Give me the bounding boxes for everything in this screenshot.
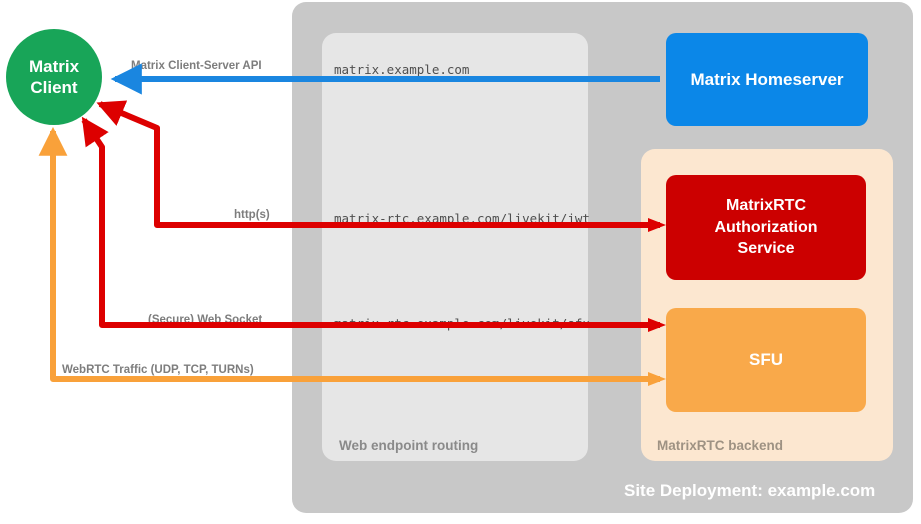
caption-matrixrtc-backend: MatrixRTC backend (657, 438, 784, 453)
matrix-client-label-line1: Matrix (28, 56, 80, 76)
caption-site-deployment: Site Deployment: example.com (624, 481, 876, 500)
matrix-client-label-line2: Client (30, 78, 78, 97)
endpoint-label-matrix-example-com: matrix.example.com (334, 62, 470, 77)
web-endpoint-routing-container (322, 33, 588, 461)
matrixrtc-auth-label-line2: Authorization (714, 218, 818, 236)
endpoint-label-livekit-sfu: matrix-rtc.example.com/livekit/sfu (334, 316, 590, 331)
edge-label-webrtc-traffic: WebRTC Traffic (UDP, TCP, TURNs) (62, 364, 254, 376)
node-matrix-client[interactable]: Matrix Client (6, 29, 102, 125)
node-matrixrtc-authorization-service[interactable]: MatrixRTC Authorization Service (666, 175, 866, 280)
matrix-homeserver-label: Matrix Homeserver (690, 69, 844, 89)
node-matrix-homeserver[interactable]: Matrix Homeserver (666, 33, 868, 126)
edge-label-https: http(s) (234, 209, 270, 221)
sfu-label: SFU (749, 350, 783, 369)
edge-label-matrix-client-server-api: Matrix Client-Server API (131, 60, 262, 72)
edge-label-secure-web-socket: (Secure) Web Socket (148, 314, 263, 326)
node-sfu[interactable]: SFU (666, 308, 866, 412)
caption-web-endpoint-routing: Web endpoint routing (339, 438, 479, 453)
endpoint-label-livekit-jwt: matrix-rtc.example.com/livekit/jwt (334, 211, 590, 226)
matrixrtc-auth-label-line1: MatrixRTC (725, 197, 806, 215)
matrixrtc-auth-label-line3: Service (737, 240, 795, 258)
